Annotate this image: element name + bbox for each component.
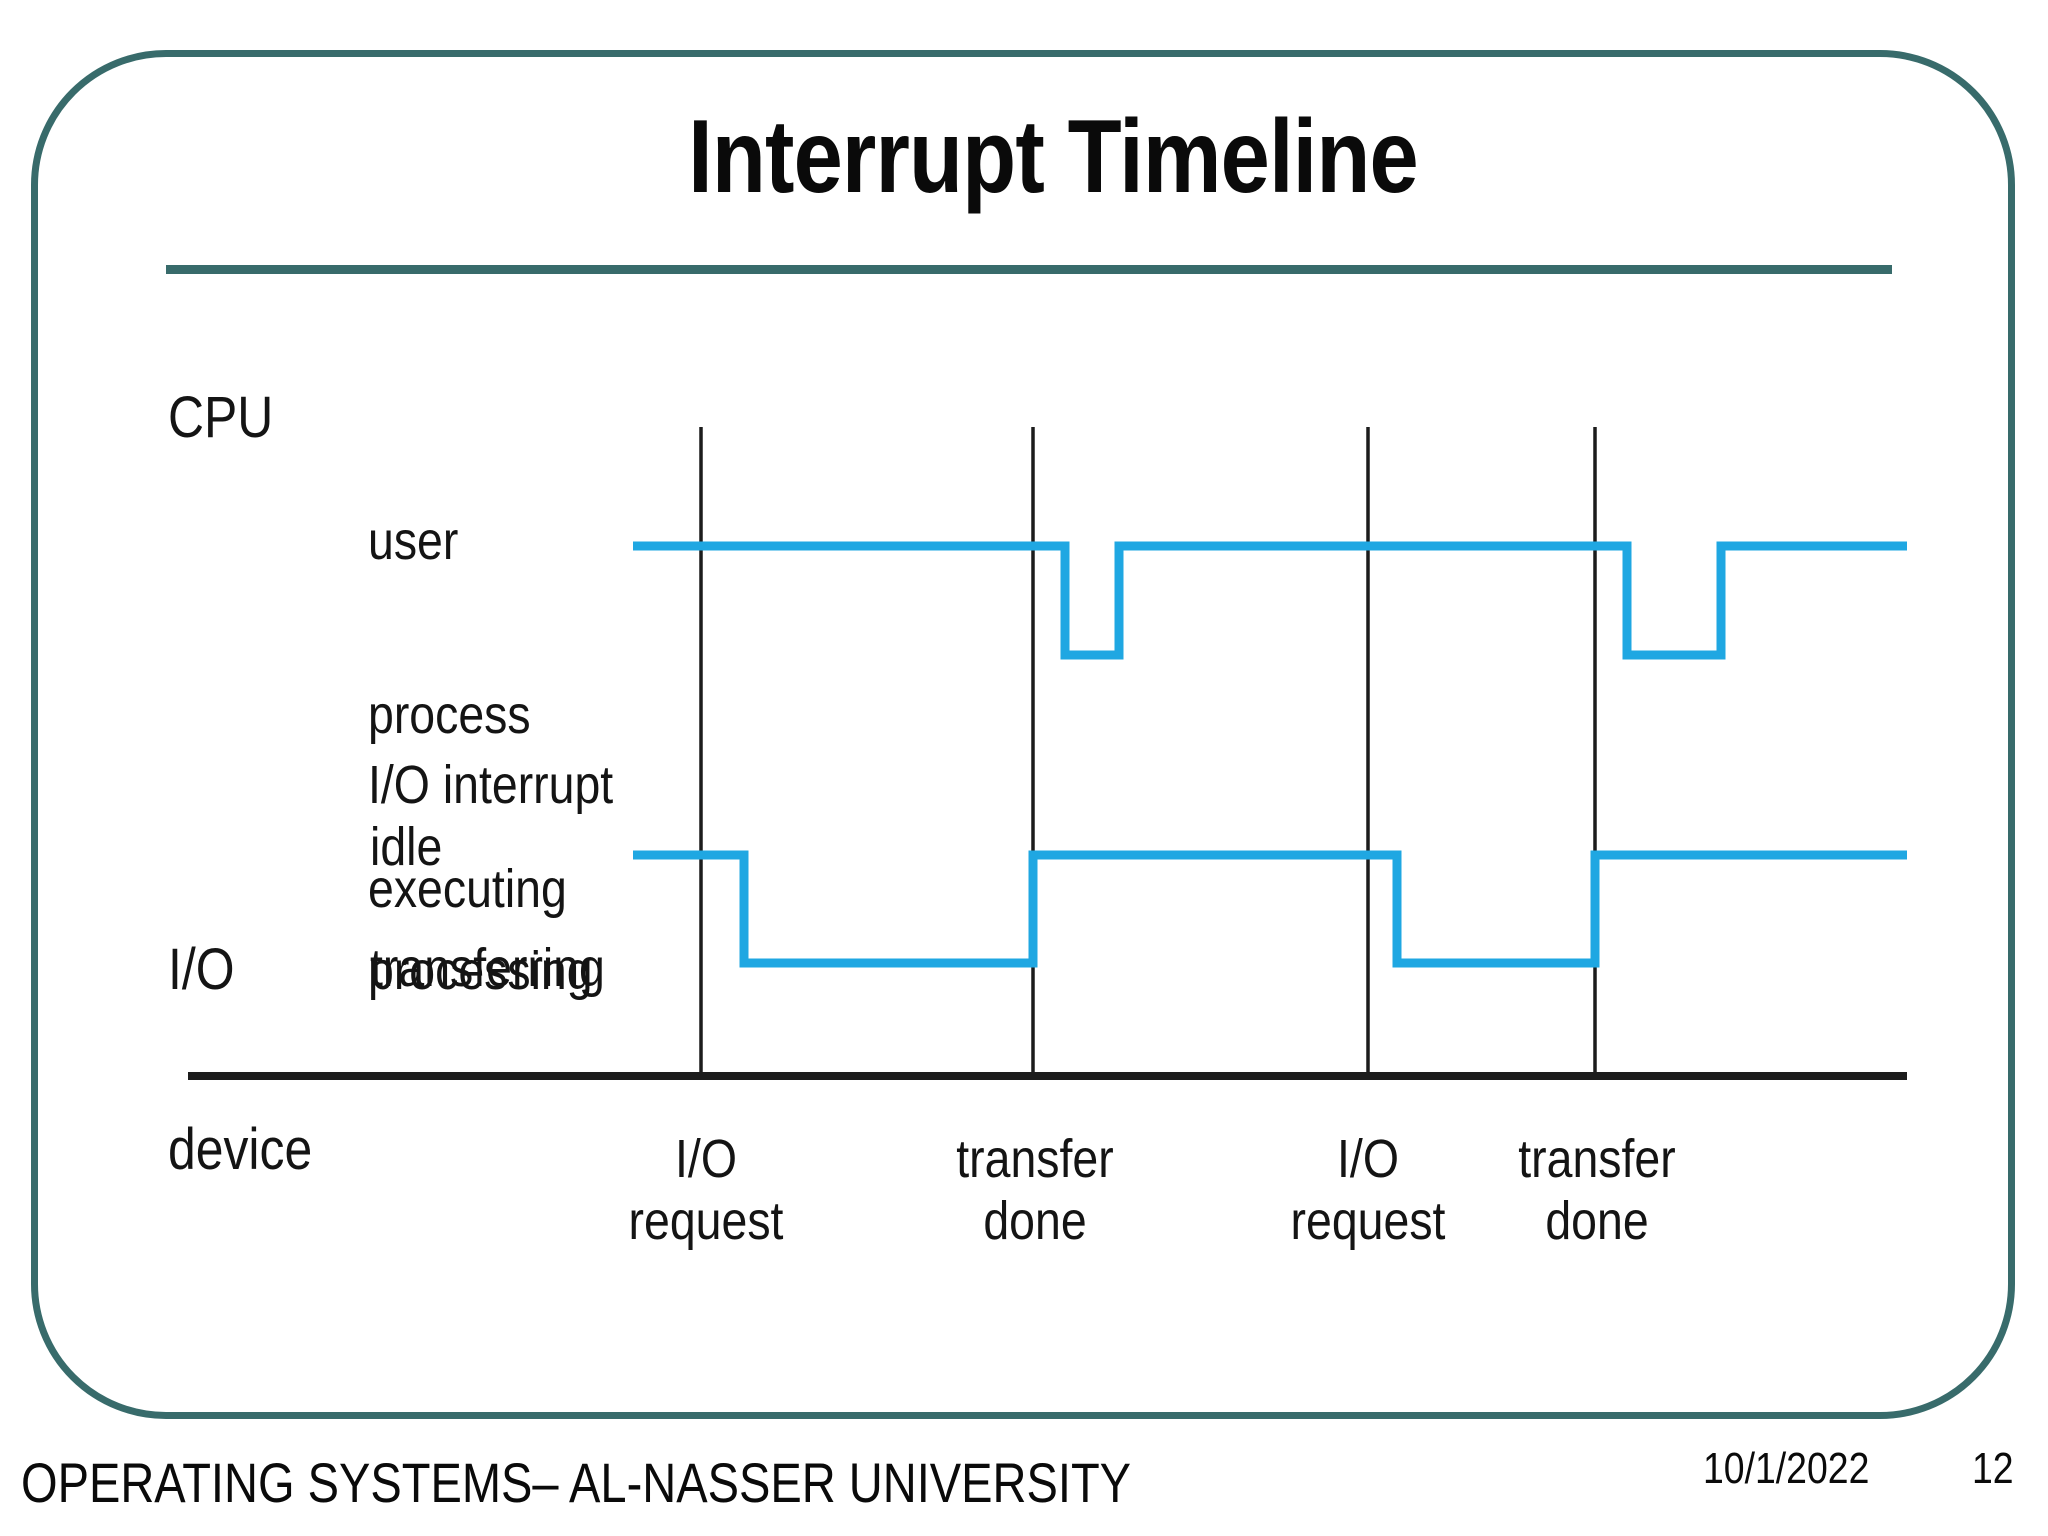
- cpu-row-header: CPU: [168, 385, 274, 450]
- event-label-io-request-1: I/O request: [551, 1128, 861, 1252]
- slide-title: Interrupt Timeline: [688, 99, 1419, 215]
- event-label-line: request: [628, 1191, 784, 1251]
- cpu-state-executing-label: user process executing: [368, 396, 567, 1034]
- event-label-line: done: [983, 1191, 1087, 1251]
- io-device-header-line: I/O: [168, 937, 235, 1002]
- title-underline-rule: [166, 265, 1892, 274]
- event-label-line: I/O: [675, 1129, 737, 1189]
- slide-border-frame: [31, 50, 2015, 1419]
- io-device-row-header: I/O device: [168, 820, 312, 1300]
- event-label-io-request-2: I/O request: [1213, 1128, 1523, 1252]
- event-label-line: done: [1545, 1191, 1649, 1251]
- event-label-line: request: [1290, 1191, 1446, 1251]
- cpu-signal-waveform: [633, 541, 1907, 660]
- io-state-idle-label: idle: [370, 817, 443, 877]
- io-device-signal-waveform: [633, 850, 1907, 968]
- io-state-transferring-label: transferring: [370, 938, 605, 998]
- cpu-state-interrupt-line: processing: [368, 941, 593, 1001]
- cpu-state-executing-line: process: [368, 685, 531, 745]
- event-label-transfer-done-1: transfer done: [880, 1128, 1190, 1252]
- event-label-line: transfer: [1518, 1129, 1676, 1189]
- event-label-line: I/O: [1337, 1129, 1399, 1189]
- footer-page-number: 12: [1972, 1444, 2014, 1493]
- footer-course-title: OPERATING SYSTEMS– AL-NASSER UNIVERSITY: [21, 1451, 1132, 1514]
- cpu-state-executing-line: user: [368, 511, 459, 571]
- cpu-state-executing-line: executing: [368, 859, 567, 919]
- io-device-header-line: device: [168, 1117, 313, 1182]
- cpu-state-interrupt-label: I/O interrupt processing: [368, 630, 613, 1126]
- event-label-line: transfer: [956, 1129, 1114, 1189]
- event-label-transfer-done-2: transfer done: [1442, 1128, 1752, 1252]
- footer-date: 10/1/2022: [1703, 1444, 1870, 1493]
- cpu-state-interrupt-line: I/O interrupt: [368, 755, 614, 815]
